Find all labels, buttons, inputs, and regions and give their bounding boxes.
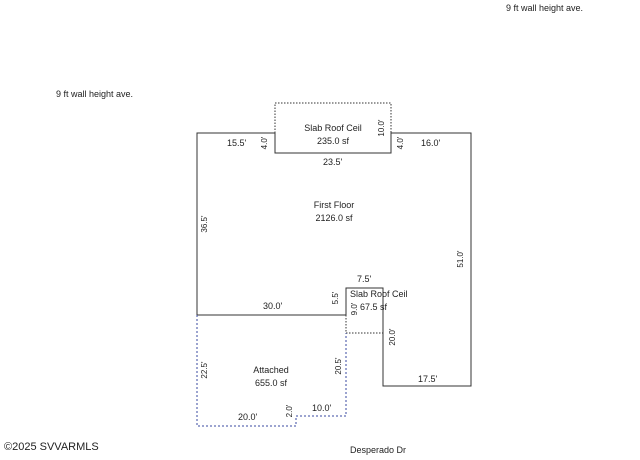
dim-4-0-left: 4.0'	[260, 136, 269, 150]
dim-23-5: 23.5'	[323, 157, 343, 167]
dim-7-5: 7.5'	[357, 274, 372, 284]
dim-17-5: 17.5'	[418, 374, 438, 384]
room-name: Slab Roof Ceil	[350, 289, 408, 299]
room-first-floor: First Floor 2126.0 sf	[284, 199, 384, 225]
room-name: First Floor	[313, 200, 355, 210]
dim-4-0-right: 4.0'	[396, 136, 405, 150]
wall-height-note-top: 9 ft wall height ave.	[506, 3, 584, 13]
street-name: Desperado Dr	[350, 445, 407, 455]
dim-16-0: 16.0'	[421, 138, 441, 148]
dim-20-0-vert: 20.0'	[388, 328, 397, 346]
slab-roof-top-outline	[274, 102, 392, 133]
dim-22-5: 22.5'	[200, 361, 209, 379]
dim-20-0-bottom: 20.0'	[238, 412, 258, 422]
dim-51-0: 51.0'	[456, 250, 465, 268]
dim-5-5: 5.5'	[331, 291, 340, 305]
dim-36-5: 36.5'	[200, 215, 209, 233]
room-slab-roof-top: Slab Roof Ceil 235.0 sf	[283, 122, 383, 148]
room-area: 655.0 sf	[254, 378, 288, 388]
attached-outline	[196, 315, 347, 427]
dim-9-0: 9.0'	[350, 302, 359, 316]
dim-15-5: 15.5'	[227, 138, 247, 148]
room-area: 235.0 sf	[316, 136, 350, 146]
dim-30-0: 30.0'	[263, 301, 283, 311]
dim-20-5: 20.5'	[334, 357, 343, 375]
first-floor-outline	[196, 132, 472, 387]
dim-2-0: 2.0'	[285, 404, 294, 418]
room-area: 67.5 sf	[360, 302, 388, 312]
room-name: Attached	[253, 365, 289, 375]
room-slab-roof-small: Slab Roof Ceil 67.5 sf	[344, 288, 424, 314]
room-area: 2126.0 sf	[315, 213, 353, 223]
room-attached: Attached 655.0 sf	[231, 364, 311, 390]
copyright-notice: ©2025 SVVARMLS	[4, 441, 99, 453]
dim-10-0-bottom: 10.0'	[312, 403, 332, 413]
room-name: Slab Roof Ceil	[304, 123, 362, 133]
wall-height-note-left: 9 ft wall height ave.	[56, 89, 134, 99]
dim-10-0-top: 10.0'	[377, 119, 386, 137]
